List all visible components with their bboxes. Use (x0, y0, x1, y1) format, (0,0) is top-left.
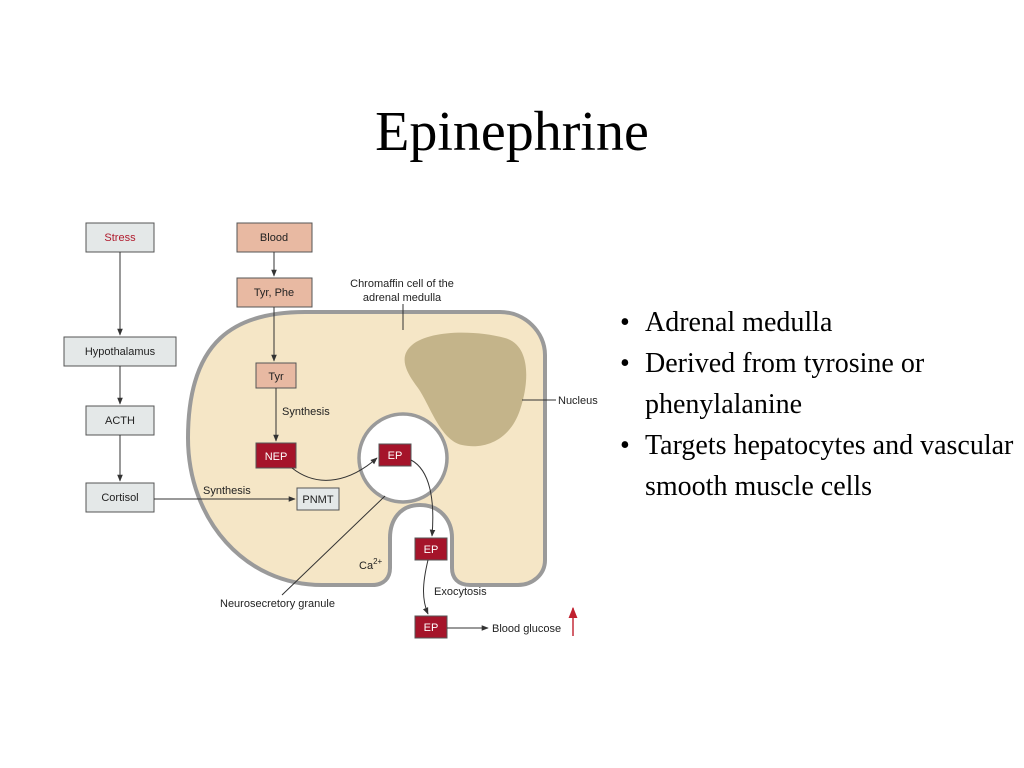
granule-label-pointer (281, 495, 386, 596)
exocytosis-label: Exocytosis (434, 586, 487, 598)
hypothalamus-label: Hypothalamus (85, 346, 156, 358)
cell-label-line1: Chromaffin cell of the (350, 278, 454, 290)
nep-label: NEP (265, 451, 288, 463)
ep-exocytosis-box (414, 537, 448, 561)
hypothalamus-box (63, 336, 177, 367)
acth-label: ACTH (105, 415, 135, 427)
cell-label-line2: adrenal medulla (363, 292, 442, 304)
ep-blood-label: EP (424, 622, 439, 634)
ep-blood-box (414, 615, 448, 639)
blood-label: Blood (260, 232, 288, 244)
calcium-superscript: 2+ (373, 557, 382, 566)
nucleus-shape (404, 332, 527, 447)
ep-granule-box (378, 443, 412, 467)
stress-label: Stress (104, 232, 136, 244)
bullet-item: Derived from tyrosine or phenylalanine (618, 343, 1018, 425)
nep-box (255, 442, 297, 469)
cortisol-label: Cortisol (101, 492, 138, 504)
blood-glucose-label: Blood glucose (492, 623, 561, 635)
ep-granule-label: EP (388, 450, 403, 462)
tyr-label: Tyr (268, 371, 284, 383)
ep-exocytosis-label: EP (424, 544, 439, 556)
granule-label: Neurosecretory granule (220, 598, 335, 610)
bullet-list: Adrenal medulla Derived from tyrosine or… (618, 302, 1018, 507)
nucleus-label: Nucleus (558, 395, 598, 407)
synthesis-cortisol-label: Synthesis (203, 485, 251, 497)
cortisol-box (85, 482, 155, 513)
arrow-ep-exocytosis (410, 459, 436, 537)
slide-title: Epinephrine (375, 101, 649, 163)
pnmt-box (296, 487, 340, 511)
bullet-item: Adrenal medulla (618, 302, 1018, 343)
pnmt-label: PNMT (302, 494, 333, 506)
bullet-item: Targets hepatocytes and vascular smooth … (618, 425, 1018, 507)
stress-box (85, 222, 155, 253)
arrow-nep-ep (291, 457, 378, 481)
tyr-phe-label: Tyr, Phe (254, 287, 294, 299)
synthesis-tyr-label: Synthesis (282, 406, 330, 418)
arrow-exocytosis-blood (422, 559, 429, 615)
tyr-box (255, 362, 297, 389)
calcium-label: Ca2+ (359, 557, 383, 572)
